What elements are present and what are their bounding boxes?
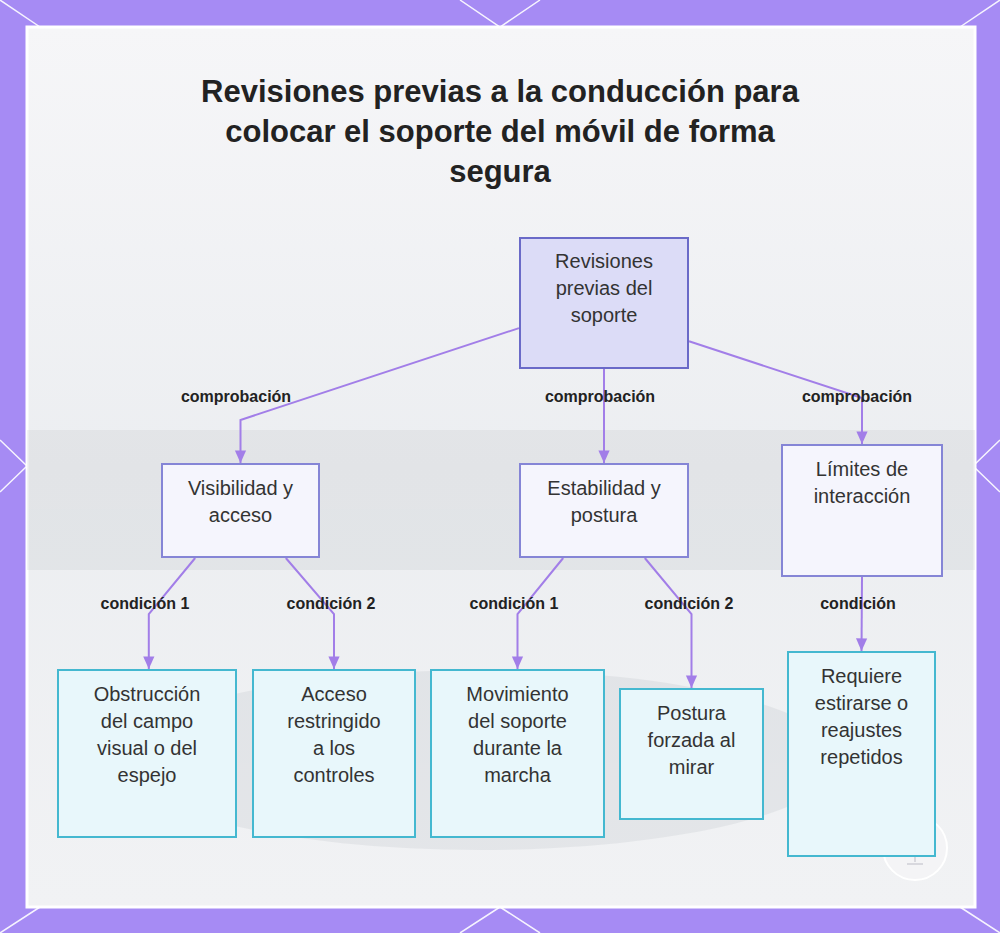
category-box: Estabilidad y postura (519, 463, 689, 558)
node-text: Visibilidad y acceso (175, 475, 306, 529)
edge-label: comprobación (181, 388, 291, 406)
connector-line (603, 369, 605, 463)
connector-line (645, 558, 692, 688)
edge-label: condición 1 (101, 595, 190, 613)
root-box: Revisiones previas del soporte (519, 237, 689, 369)
category-box: Visibilidad y acceso (161, 463, 320, 558)
node-text: Requiere estirarse o reajustes repetidos (813, 663, 910, 771)
condition-box: Postura forzada al mirar (619, 688, 764, 820)
edge-label: condición 2 (287, 595, 376, 613)
edge-label: condición (820, 595, 896, 613)
connector-line (518, 558, 564, 669)
node-text: Obstrucción del campo visual o del espej… (83, 681, 211, 789)
node-text: Movimiento del soporte durante la marcha (456, 681, 579, 789)
condition-box: Acceso restringido a los controles (252, 669, 416, 838)
diagram-title: Revisiones previas a la conducción para … (200, 72, 800, 192)
connector-line (861, 577, 864, 651)
condition-box: Obstrucción del campo visual o del espej… (57, 669, 237, 838)
condition-box: Requiere estirarse o reajustes repetidos (787, 651, 936, 857)
edge-label: condición 1 (470, 595, 559, 613)
node-text: Acceso restringido a los controles (282, 681, 386, 789)
edge-label: comprobación (802, 388, 912, 406)
node-text: Estabilidad y postura (533, 475, 675, 529)
connector-line (286, 558, 334, 669)
node-text: Postura forzada al mirar (643, 700, 740, 781)
condition-box: Movimiento del soporte durante la marcha (430, 669, 605, 838)
category-box: Límites de interacción (781, 444, 943, 577)
edge-label: condición 2 (645, 595, 734, 613)
connector-line (149, 558, 195, 669)
edge-label: comprobación (545, 388, 655, 406)
node-text: Límites de interacción (795, 456, 929, 510)
node-text: Revisiones previas del soporte (551, 248, 657, 329)
panel (27, 27, 975, 907)
